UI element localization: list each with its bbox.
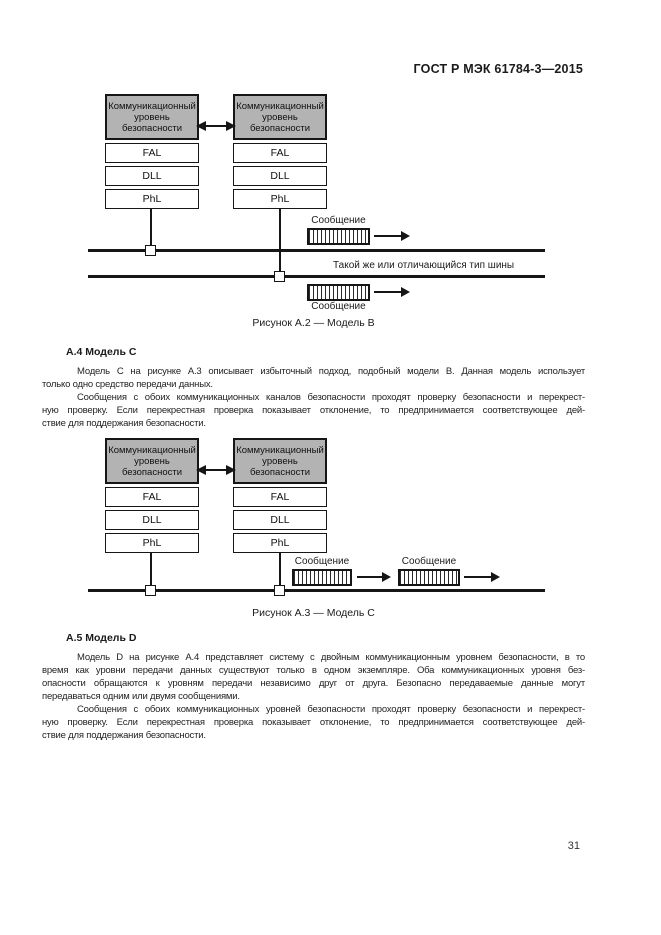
stack-header-line: безопасности <box>249 122 311 134</box>
layer-fal: FAL <box>105 487 199 507</box>
safety-comm-layer-box: Коммуникационный уровень безопасности <box>233 94 327 140</box>
bus-tap-connector <box>274 271 285 282</box>
right-arrow-icon <box>464 572 500 582</box>
protocol-stack: Коммуникационный уровень безопасности FA… <box>233 94 327 209</box>
stack-bus-connector-line <box>279 209 281 276</box>
stack-header-line: Коммуникационный <box>108 444 196 456</box>
stack-header-line: безопасности <box>121 122 183 134</box>
section-a5: А.5 Модель D Модель D на рисунке А.4 пре… <box>42 632 585 742</box>
layer-dll: DLL <box>105 510 199 530</box>
section-a4: А.4 Модель C Модель С на рисунке А.3 опи… <box>42 346 585 430</box>
body-line: передаваться одним или двумя сообщениями… <box>42 691 240 702</box>
section-heading: А.4 Модель C <box>66 346 137 358</box>
bus-type-note: Такой же или отличающийся тип шины <box>333 260 515 271</box>
figure-caption: Рисунок А.2 — Модель B <box>252 317 375 329</box>
bidirectional-arrow-icon <box>196 121 236 131</box>
layer-fal: FAL <box>233 143 327 163</box>
message-packet <box>292 569 352 586</box>
message-label: Сообщение <box>311 301 366 312</box>
message-label: Сообщение <box>294 556 350 567</box>
stack-bus-connector-line <box>150 209 152 251</box>
bus-line-lower <box>88 275 545 278</box>
layer-phl: PhL <box>233 533 327 553</box>
body-line: Модель D на рисунке А.4 представляет сис… <box>77 652 585 663</box>
body-line: ствие для поддержания безопасности. <box>42 418 206 429</box>
section-heading: А.5 Модель D <box>66 632 137 644</box>
stack-header-line: уровень <box>134 455 170 467</box>
body-line: только одно средство передачи данных. <box>42 379 213 390</box>
body-line: ствие для поддержания безопасности. <box>42 730 206 741</box>
figure-caption: Рисунок А.3 — Модель C <box>252 607 375 619</box>
bidirectional-arrow-icon <box>196 465 236 475</box>
layer-dll: DLL <box>233 166 327 186</box>
layer-fal: FAL <box>233 487 327 507</box>
message-label: Сообщение <box>311 215 366 226</box>
layer-dll: DLL <box>233 510 327 530</box>
layer-phl: PhL <box>105 189 199 209</box>
stack-header-line: Коммуникационный <box>236 100 324 112</box>
standard-number-header: ГОСТ Р МЭК 61784-3—2015 <box>413 62 583 76</box>
bus-line-upper <box>88 249 545 252</box>
message-packet <box>307 284 370 301</box>
body-line: Сообщения с обоих коммуникационных уровн… <box>77 704 585 715</box>
stack-header-line: Коммуникационный <box>236 444 324 456</box>
stack-header-line: Коммуникационный <box>108 100 196 112</box>
message-packet <box>307 228 370 245</box>
message-label: Сообщение <box>401 556 457 567</box>
stack-header-line: уровень <box>134 111 170 123</box>
bus-tap-connector <box>145 585 156 596</box>
stack-header-line: уровень <box>262 111 298 123</box>
layer-dll: DLL <box>105 166 199 186</box>
bus-line <box>88 589 545 592</box>
body-line: опасности обращаются к уровням передачи … <box>42 678 585 689</box>
stack-bus-connector-line <box>150 553 152 591</box>
safety-comm-layer-box: Коммуникационный уровень безопасности <box>105 94 199 140</box>
message-packet <box>398 569 460 586</box>
stack-bus-connector-line <box>279 553 281 591</box>
body-line: Модель С на рисунке А.3 описывает избыто… <box>77 366 585 377</box>
stack-header-line: уровень <box>262 455 298 467</box>
page-number: 31 <box>567 840 580 852</box>
layer-phl: PhL <box>105 533 199 553</box>
safety-comm-layer-box: Коммуникационный уровень безопасности <box>105 438 199 484</box>
layer-phl: PhL <box>233 189 327 209</box>
body-line: ную проверку. Если перекрестная проверка… <box>42 405 585 416</box>
bus-tap-connector <box>274 585 285 596</box>
right-arrow-icon <box>374 287 410 297</box>
protocol-stack: Коммуникационный уровень безопасности FA… <box>105 94 199 209</box>
protocol-stack: Коммуникационный уровень безопасности FA… <box>105 438 199 553</box>
stack-header-line: безопасности <box>249 466 311 478</box>
right-arrow-icon <box>357 572 391 582</box>
right-arrow-icon <box>374 231 410 241</box>
body-line: ную проверку. Если перекрестная проверка… <box>42 717 585 728</box>
body-line: время как уровни передачи данных существ… <box>42 665 585 676</box>
safety-comm-layer-box: Коммуникационный уровень безопасности <box>233 438 327 484</box>
stack-header-line: безопасности <box>121 466 183 478</box>
body-line: Сообщения с обоих коммуникационных канал… <box>77 392 585 403</box>
protocol-stack: Коммуникационный уровень безопасности FA… <box>233 438 327 553</box>
layer-fal: FAL <box>105 143 199 163</box>
bus-tap-connector <box>145 245 156 256</box>
